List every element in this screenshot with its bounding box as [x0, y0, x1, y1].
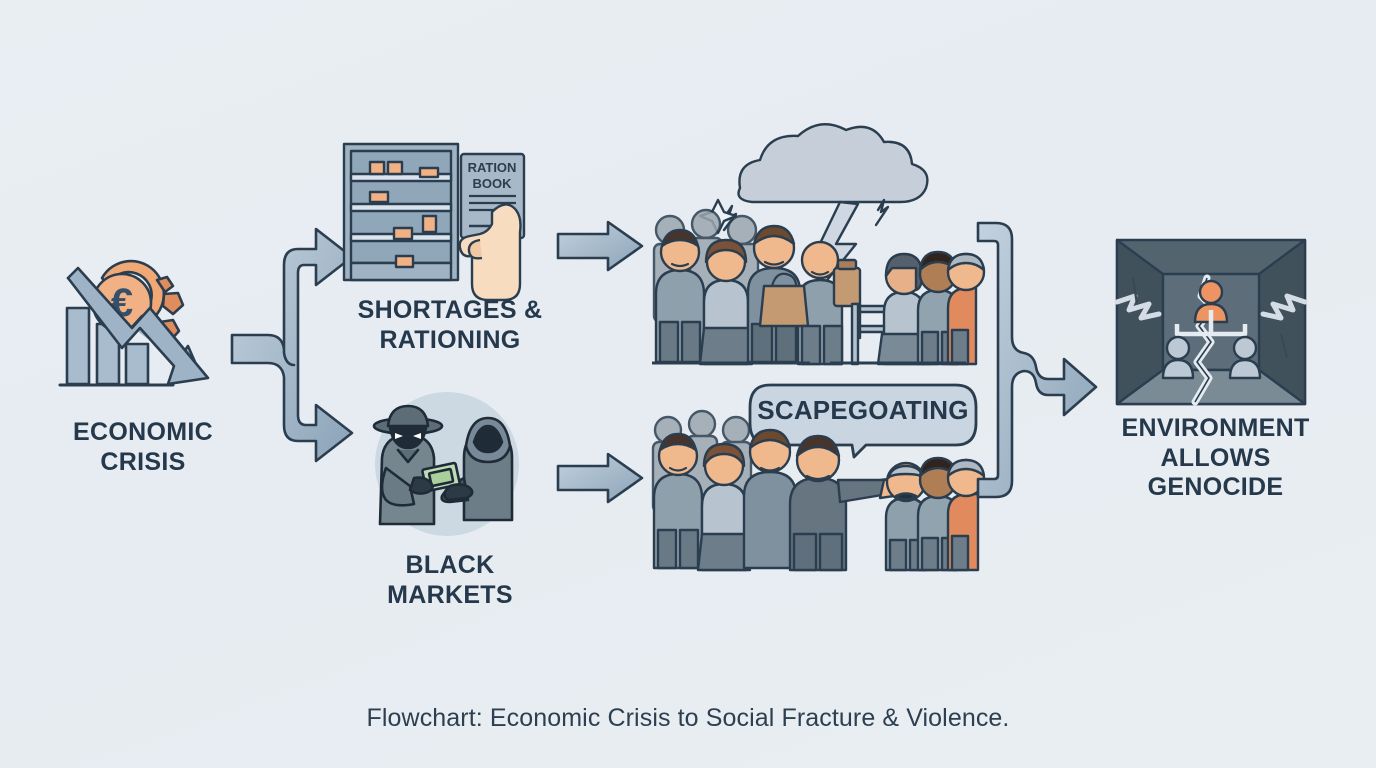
environment-allows-genocide-label: ENVIRONMENT ALLOWS GENOCIDE — [1121, 414, 1310, 501]
figure-caption: Flowchart: Economic Crisis to Social Fra… — [366, 704, 1010, 732]
arrow-black-to-scapegoat — [556, 452, 644, 504]
economic-crisis-label: ECONOMIC CRISIS — [73, 418, 213, 476]
ration-book-line1: RATION — [468, 160, 517, 175]
merge-brace-connector — [968, 215, 1098, 505]
black-markets-label: BLACK MARKETS — [387, 551, 513, 609]
ground-line-left — [652, 360, 812, 366]
environment-allows-genocide-icon — [1114, 238, 1308, 406]
shortages-rationing-label: SHORTAGES & RATIONING — [357, 296, 543, 354]
shortages-rationing-icon: RATION BOOK — [340, 140, 560, 302]
social-unrest-icon — [648, 123, 986, 366]
ground-line-right — [830, 360, 968, 366]
black-markets-icon — [352, 392, 542, 540]
ration-book-line2: BOOK — [473, 176, 513, 191]
split-brace-connector — [230, 205, 362, 495]
economic-crisis-icon: € — [58, 250, 240, 410]
scapegoating-bubble-text: SCAPEGOATING — [757, 395, 969, 425]
arrow-shortages-to-unrest — [556, 220, 644, 272]
scapegoating-crowd-icon — [648, 398, 986, 572]
